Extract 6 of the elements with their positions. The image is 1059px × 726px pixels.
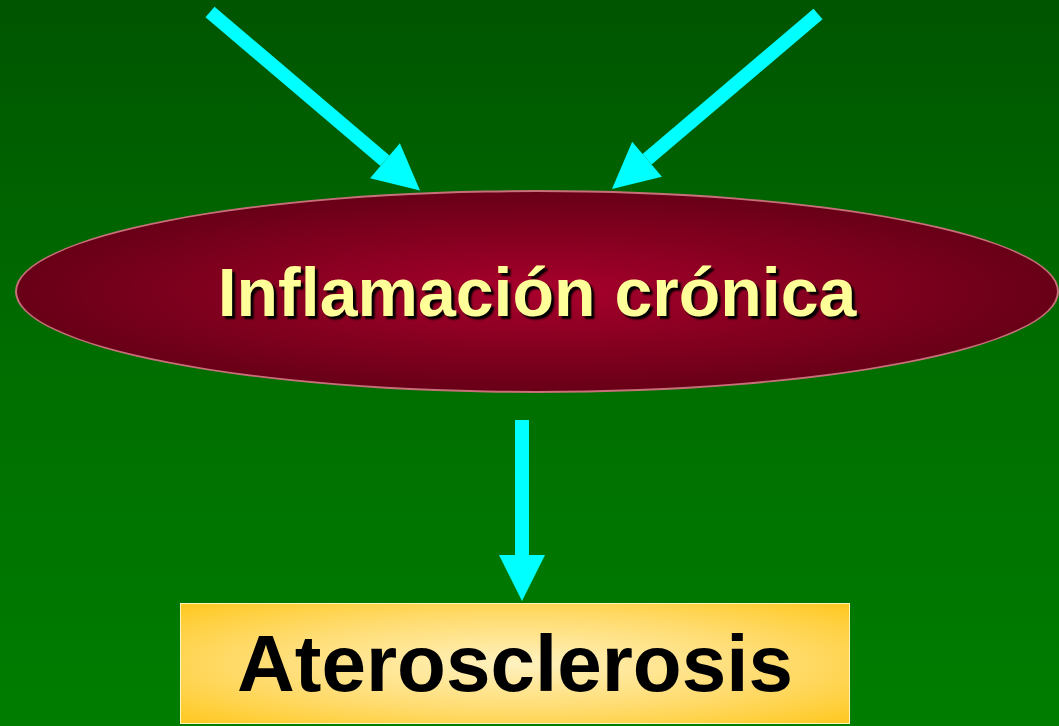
node-label: Aterosclerosis [237, 623, 793, 704]
arrow [205, 6, 420, 191]
node-label: Inflamación crónica [217, 257, 857, 326]
arrow [499, 419, 545, 601]
arrow [612, 8, 823, 190]
process-box [180, 603, 850, 724]
